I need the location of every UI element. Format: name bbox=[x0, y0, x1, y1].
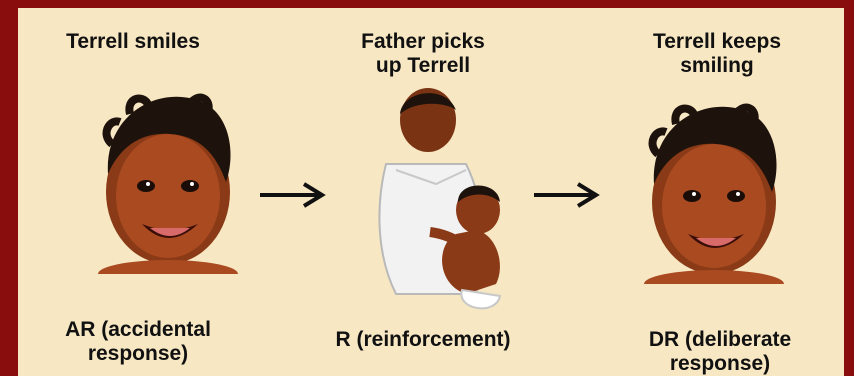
step-accidental-response: Terrell smiles AR (accidental response) bbox=[18, 8, 258, 376]
diagram-panel: Terrell smiles AR (accidental response) bbox=[18, 8, 844, 376]
step-deliberate-response: Terrell keeps smiling DR (deliberate res… bbox=[596, 8, 844, 376]
step-caption: Terrell smiles bbox=[8, 30, 258, 54]
step-label: R (reinforcement) bbox=[318, 328, 528, 352]
step-caption: Terrell keeps smiling bbox=[590, 30, 844, 78]
step-label: AR (accidental response) bbox=[18, 318, 258, 366]
baby-smiling-illustration bbox=[90, 74, 250, 274]
father-holding-baby-illustration bbox=[366, 84, 516, 320]
baby-smiling-illustration bbox=[636, 84, 796, 284]
step-caption: Father picks up Terrell bbox=[318, 30, 528, 78]
step-reinforcement: Father picks up Terrell R (reinforcement… bbox=[318, 8, 528, 376]
step-label: DR (deliberate response) bbox=[596, 328, 844, 376]
arrow-right-icon bbox=[532, 180, 602, 210]
